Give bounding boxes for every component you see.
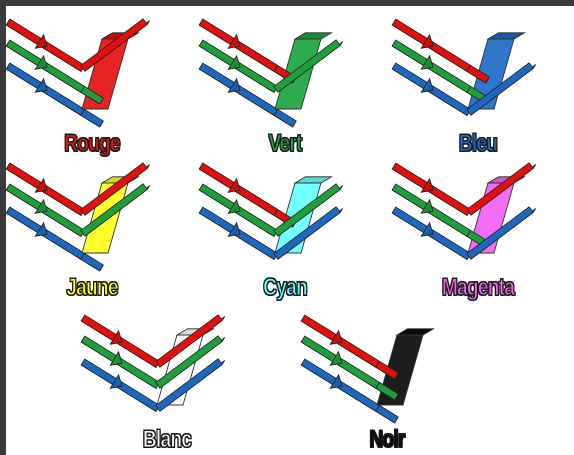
panel-caption: Jaune (66, 274, 119, 301)
filter-diagram (198, 18, 344, 128)
reflected-red-beam (155, 314, 226, 368)
filter-diagram (5, 18, 151, 128)
incoming-blue-beam-arrowhead (34, 221, 48, 237)
panel-caption: Cyan (263, 274, 308, 301)
panel-magenta: Magenta (391, 150, 574, 301)
incoming-blue-beam (300, 358, 381, 412)
panel-caption: Bleu (458, 130, 498, 157)
incoming-green-beam (80, 335, 161, 389)
incoming-green-beam (198, 39, 279, 93)
incoming-green-beam-arrowhead (420, 54, 434, 70)
panel-vert: Vert (198, 6, 389, 157)
transmitted-green-beam (375, 381, 399, 401)
incoming-blue-beam (391, 206, 472, 260)
transmitted-red-beam (375, 360, 399, 380)
incoming-blue-beam (5, 206, 86, 260)
panel-caption: Noir (369, 426, 406, 453)
reflected-blue-beam (466, 62, 537, 116)
incoming-red-beam-arrowhead (109, 329, 123, 345)
incoming-blue-beam (198, 206, 279, 260)
filter-diagram (391, 162, 537, 260)
panel-caption: Vert (268, 130, 303, 157)
incoming-red-beam-arrowhead (227, 177, 241, 193)
incoming-green-beam-arrowhead (420, 198, 434, 214)
incoming-red-beam-arrowhead (34, 33, 48, 49)
panel-caption: Magenta (441, 274, 515, 301)
filter-diagram (80, 314, 226, 412)
incoming-red-beam-arrowhead (420, 33, 434, 49)
filter-diagram (391, 18, 537, 116)
incoming-blue-beam (391, 62, 472, 116)
transmitted-red-beam (466, 64, 490, 84)
incoming-blue-beam (198, 62, 279, 116)
diagram-canvas: Rouge Vert Bleu Jaune Cyan Magenta Blanc… (5, 6, 574, 455)
incoming-blue-beam-arrowhead (34, 77, 48, 93)
incoming-blue-beam (5, 62, 86, 116)
incoming-blue-beam-arrowhead (420, 221, 434, 237)
reflected-green-beam (80, 183, 151, 237)
incoming-red-beam-arrowhead (329, 329, 343, 345)
reflected-blue-beam (155, 358, 226, 412)
incoming-blue-beam-arrowhead (329, 373, 343, 389)
reflected-red-beam (80, 18, 151, 72)
incoming-blue-beam-arrowhead (420, 77, 434, 93)
reflected-green-beam (155, 335, 226, 389)
incoming-green-beam-arrowhead (34, 54, 48, 70)
transmitted-blue-beam (80, 108, 104, 128)
incoming-green-beam-arrowhead (34, 198, 48, 214)
panel-caption: Rouge (64, 130, 121, 157)
incoming-blue-beam-arrowhead (109, 373, 123, 389)
incoming-red-beam (391, 18, 472, 72)
transmitted-green-beam (80, 85, 104, 105)
panel-noir: Noir (300, 302, 491, 453)
panel-caption: Blanc (142, 426, 192, 453)
filter-diagram (198, 162, 344, 260)
reflected-blue-beam (273, 206, 344, 260)
filter-diagram (5, 162, 151, 272)
reflected-green-beam (273, 39, 344, 93)
incoming-blue-beam-arrowhead (227, 77, 241, 93)
incoming-green-beam (5, 39, 86, 93)
incoming-red-beam (5, 18, 86, 72)
transmitted-blue-beam (375, 404, 399, 424)
transmitted-blue-beam (273, 108, 297, 128)
panel-rouge: Rouge (5, 6, 196, 157)
panel-bleu: Bleu (391, 6, 574, 157)
incoming-green-beam-arrowhead (227, 198, 241, 214)
panel-cyan: Cyan (198, 150, 389, 301)
filter-diagram (300, 314, 435, 424)
incoming-green-beam-arrowhead (329, 350, 343, 366)
incoming-red-beam-arrowhead (420, 177, 434, 193)
incoming-red-beam-arrowhead (227, 33, 241, 49)
reflected-red-beam (466, 162, 537, 216)
transmitted-blue-beam (80, 252, 104, 272)
reflected-red-beam (80, 162, 151, 216)
panel-jaune: Jaune (5, 150, 196, 301)
incoming-green-beam (391, 39, 472, 93)
incoming-green-beam-arrowhead (109, 350, 123, 366)
incoming-blue-beam-arrowhead (227, 221, 241, 237)
panel-blanc: Blanc (80, 302, 271, 453)
incoming-green-beam-arrowhead (227, 54, 241, 70)
reflected-green-beam (273, 183, 344, 237)
incoming-blue-beam (80, 358, 161, 412)
incoming-red-beam-arrowhead (34, 177, 48, 193)
incoming-green-beam (5, 183, 86, 237)
reflected-blue-beam (466, 206, 537, 260)
